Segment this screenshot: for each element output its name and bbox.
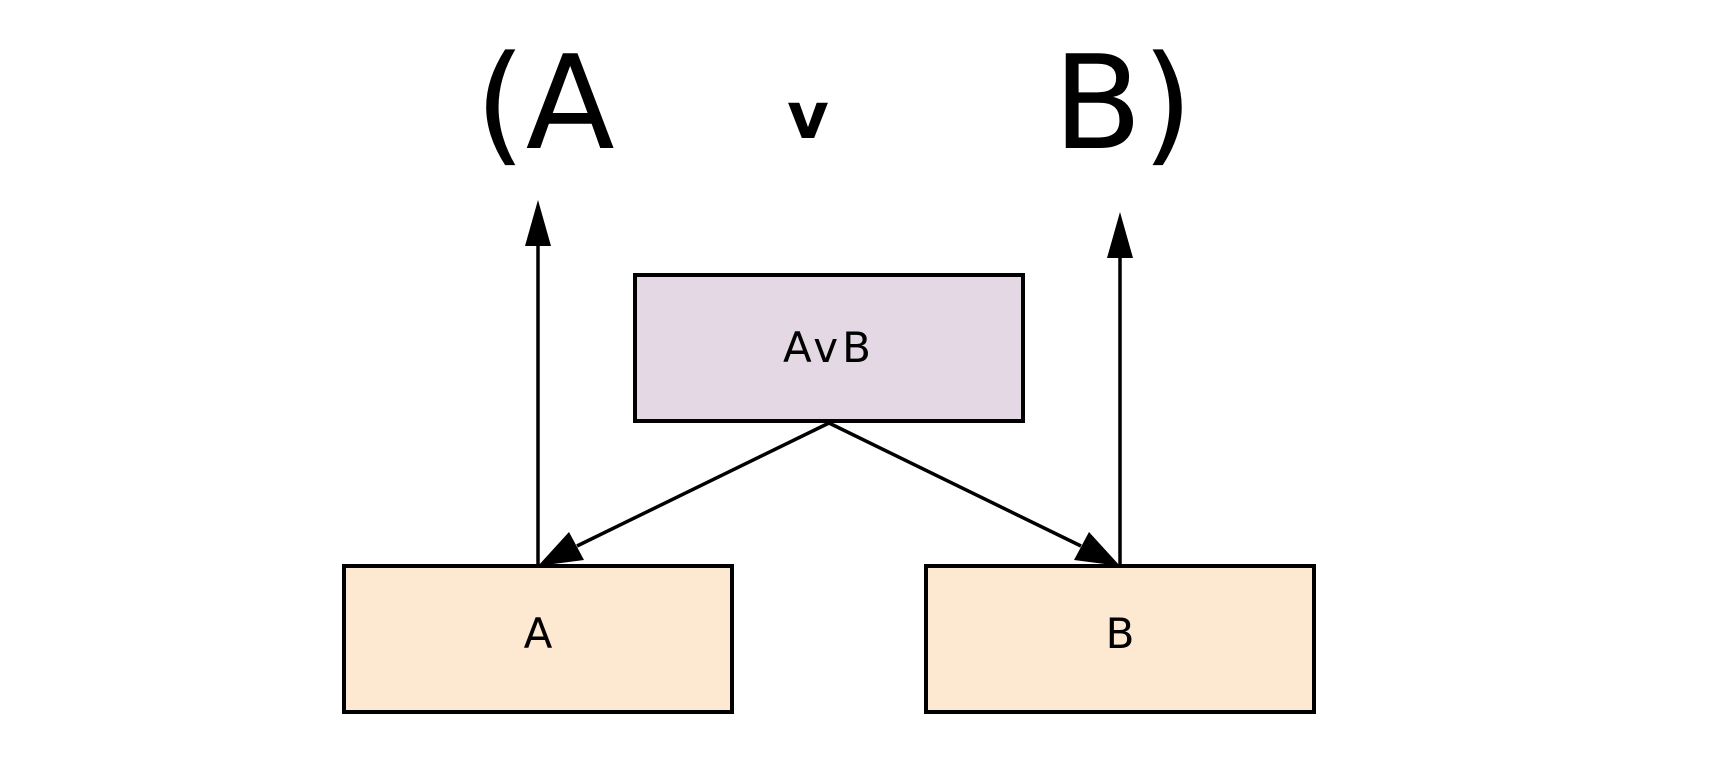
arrow-b-to-formula xyxy=(1107,212,1133,566)
node-a-label: A xyxy=(524,609,553,658)
node-a: A xyxy=(342,564,734,714)
formula-b-close: B) xyxy=(1053,27,1193,179)
node-b: B xyxy=(924,564,1316,714)
node-b-label: B xyxy=(1106,609,1135,658)
arrow-or-to-a xyxy=(538,421,830,566)
arrow-or-to-b xyxy=(828,421,1120,566)
formula-open-a: (A xyxy=(475,27,615,179)
formula-operator: v xyxy=(787,80,829,154)
arrow-a-to-formula xyxy=(525,200,551,566)
node-a-or-b-label: AvB xyxy=(783,323,875,372)
node-a-or-b: AvB xyxy=(633,273,1025,423)
